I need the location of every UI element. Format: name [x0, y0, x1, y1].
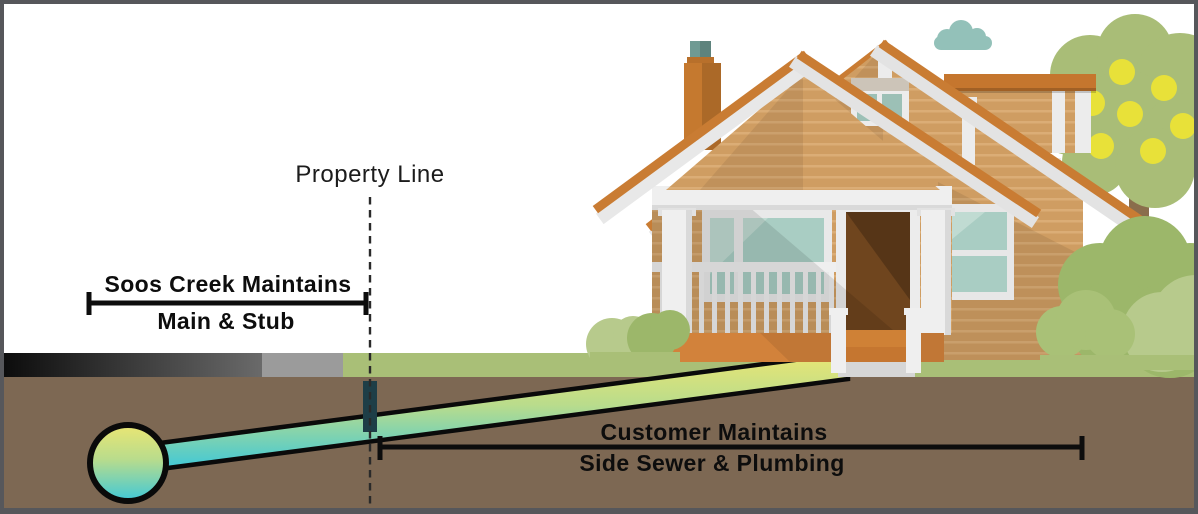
roof-right-slope — [878, 39, 1184, 252]
downspout-icon — [1052, 91, 1065, 153]
sewer-main-icon — [87, 422, 169, 504]
utility-zone-bracket — [86, 292, 369, 315]
customer-zone-bracket — [377, 436, 1085, 460]
porch-gable — [666, 72, 940, 190]
front-porch — [592, 50, 1042, 377]
bushes-right — [1036, 216, 1198, 378]
cloud-icon — [934, 20, 992, 50]
utility-zone-label-line2: Main & Stub — [157, 308, 295, 334]
customer-zone-label-line1: Customer Maintains — [600, 419, 828, 445]
customer-zone-label-line2: Side Sewer & Plumbing — [579, 450, 845, 476]
front-door — [836, 203, 920, 338]
house-illustration — [592, 39, 1184, 377]
property-line-label: Property Line — [295, 161, 445, 188]
front-steps — [829, 308, 923, 377]
utility-zone-label-line1: Soos Creek Maintains — [104, 271, 352, 297]
side-window — [944, 204, 1014, 300]
bushes-left — [586, 310, 690, 370]
road-surface — [0, 353, 343, 377]
